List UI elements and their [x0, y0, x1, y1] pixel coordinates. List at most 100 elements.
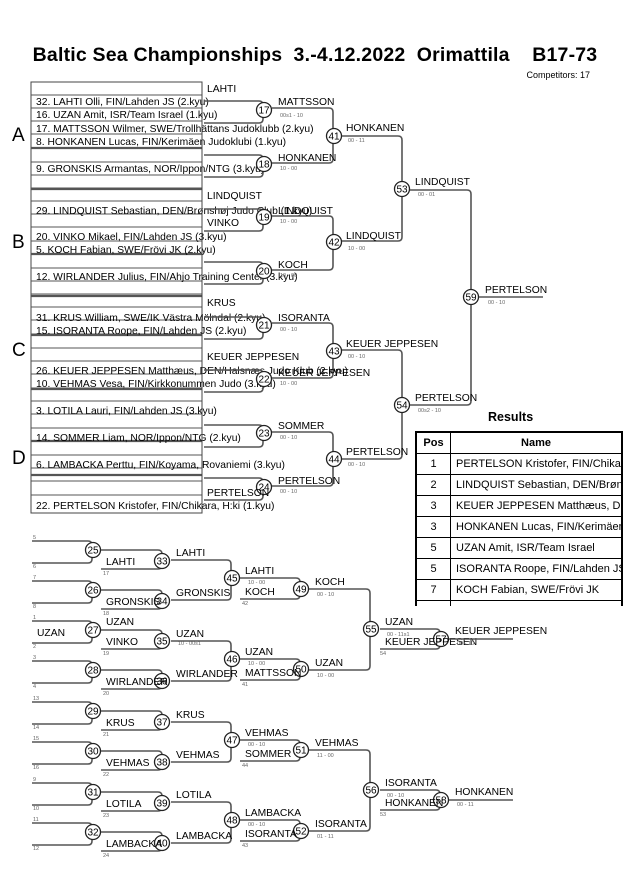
seed-ref: 16 [33, 765, 39, 771]
result-position: 7 [415, 600, 451, 606]
competitor-entry: 12. WIRLANDER Julius, FIN/Ahjo Training … [36, 272, 298, 283]
match-number-circle [362, 620, 380, 638]
repechage-name: VEHMAS [106, 758, 150, 769]
match-number: 38 [156, 758, 168, 769]
round1-score: 00 - 10 [280, 435, 297, 441]
repechage-winner: UZAN [176, 629, 204, 640]
seed-ref: 22 [103, 772, 109, 778]
bracket-line [32, 580, 93, 604]
match-number: 22 [258, 375, 270, 386]
round1-score: 00s1 - 10 [280, 113, 303, 119]
repechage-score: 00 - 11s1 [387, 632, 410, 638]
seed-ref: 54 [380, 651, 386, 657]
bracket-line [32, 701, 93, 725]
match-number: 40 [156, 839, 168, 850]
bracket-line [342, 135, 403, 242]
match-number-circle [362, 781, 380, 799]
round1-name: PERTELSON [207, 488, 269, 499]
match-number: 57 [435, 635, 447, 646]
round1-score: 10 - 00 [280, 166, 297, 172]
seed-ref: 11 [33, 817, 39, 823]
match-number: 28 [87, 666, 99, 677]
seed-ref: 41 [242, 682, 248, 688]
round1-winner: LINDQUIST [278, 206, 334, 217]
competitor-entry: 5. KOCH Fabian, SWE/Frövi JK (2.kyu) [36, 245, 216, 256]
match-number: 19 [258, 213, 270, 224]
seed-ref: 12 [33, 846, 39, 852]
repechage-winner: ISORANTA [385, 778, 437, 789]
match-number: 26 [87, 586, 99, 597]
result-position: 7 [415, 579, 451, 601]
final-score: 00 - 10 [488, 300, 505, 306]
seed-ref: 24 [103, 853, 109, 859]
seed-ref: 14 [33, 725, 39, 731]
result-position: 1 [415, 453, 451, 475]
round2-winner: KEUER JEPPESEN [346, 339, 438, 350]
round1-winner: ISORANTA [278, 313, 330, 324]
seed-ref: 5 [33, 535, 36, 541]
match-number: 39 [156, 799, 168, 810]
match-number-circle [153, 713, 171, 731]
match-number-circle [153, 552, 171, 570]
match-number-circle [432, 630, 450, 648]
repechage-score: 00 - 10 [248, 742, 265, 748]
match-number-circle [255, 370, 273, 388]
repechage-winner: LAHTI [245, 566, 274, 577]
competitor-entry: 8. HONKANEN Lucas, FIN/Kerimäen Judoklub… [36, 137, 286, 148]
round2-score: 00 - 10 [348, 354, 365, 360]
match-number: 18 [258, 160, 270, 171]
repechage-score: 00 - 10 [387, 793, 404, 799]
seed-ref: 7 [33, 575, 36, 581]
results-title: Results [488, 410, 534, 424]
round2-winner: LINDQUIST [346, 231, 402, 242]
seed-ref: 2 [33, 644, 36, 650]
result-position: 3 [415, 495, 451, 517]
repechage-winner: UZAN [385, 617, 413, 628]
repechage-score: 10 - 00 [248, 661, 265, 667]
match-number-circle [462, 288, 480, 306]
repechage-name: UZAN [37, 628, 65, 639]
result-name: VEHMAS Vesa, FIN/Kirkkonummen Judo [450, 600, 623, 606]
results-header-row: Pos Name [415, 431, 623, 454]
match-number-circle [223, 731, 241, 749]
match-number: 27 [87, 626, 99, 637]
round1-winner: PERTELSON [278, 476, 340, 487]
match-number-circle [292, 660, 310, 678]
match-number-circle [255, 424, 273, 442]
group-label-d: D [12, 448, 26, 469]
repechage-name: HONKANEN [385, 798, 443, 809]
seed-ref: 43 [242, 843, 248, 849]
match-number-circle [223, 650, 241, 668]
match-number: 47 [226, 736, 238, 747]
result-name: LINDQUIST Sebastian, DEN/Brønshøj Judo C… [450, 474, 623, 496]
match-number-circle [292, 822, 310, 840]
competitor-entry: 32. LAHTI Olli, FIN/Lahden JS (2.kyu) [36, 97, 209, 108]
seed-ref: 44 [242, 763, 248, 769]
match-number-circle [325, 450, 343, 468]
repechage-name: WIRLANDER [106, 677, 168, 688]
match-number-circle [153, 753, 171, 771]
round2-winner: PERTELSON [346, 447, 408, 458]
repechage-winner: KOCH [315, 577, 345, 588]
results-row: 7VEHMAS Vesa, FIN/Kirkkonummen Judo [415, 600, 623, 606]
repechage-score: 10 - 00s1 [178, 641, 201, 647]
competitor-entry: 10. VEHMAS Vesa, FIN/Kirkkonummen Judo (… [36, 379, 276, 390]
result-position: 5 [415, 558, 451, 580]
seed-ref: 4 [33, 684, 36, 690]
seed-ref: 21 [103, 732, 109, 738]
match-number-circle [153, 834, 171, 852]
match-number-circle [255, 155, 273, 173]
repechage-winner: GRONSKIS [176, 588, 230, 599]
match-number: 56 [365, 786, 377, 797]
repechage-winner: KRUS [176, 710, 205, 721]
repechage-score: 11 - 00 [317, 753, 334, 759]
round2-score: 00 - 10 [348, 462, 365, 468]
match-number-circle [432, 791, 450, 809]
match-number: 48 [226, 816, 238, 827]
repechage-name: VINKO [106, 637, 138, 648]
match-number-circle [292, 741, 310, 759]
